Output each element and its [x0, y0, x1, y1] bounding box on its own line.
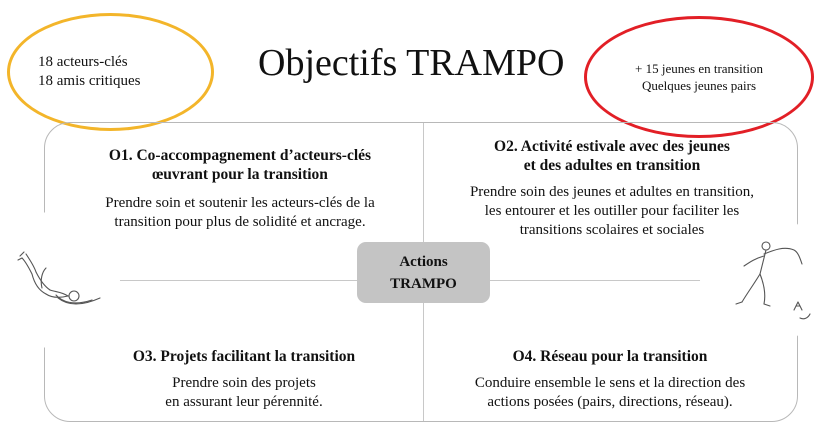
stakeholders-ellipse: 18 acteurs-clés 18 amis critiques	[7, 13, 214, 131]
objective-o2-text-line-2: les entourer et les outiller pour facili…	[484, 203, 740, 219]
objective-o4-text: Conduire ensemble le sens et la directio…	[430, 374, 790, 412]
objective-o4-title: O4. Réseau pour la transition	[512, 348, 708, 365]
objective-o2-text: Prendre soin des jeunes et adultes en tr…	[432, 183, 792, 240]
objective-o3-text-line-1: Prendre soin des projets	[172, 375, 316, 391]
objective-o1-text-line-2: transition pour plus de solidité et ancr…	[114, 214, 366, 230]
objective-o1-title: O1. Co-accompagnement d’acteurs-clés œuv…	[70, 146, 410, 184]
stakeholders-line-1: 18 acteurs-clés	[38, 54, 128, 70]
tumbling-figure-icon	[17, 251, 101, 305]
objective-o1-text-line-1: Prendre soin et soutenir les acteurs-clé…	[105, 195, 375, 211]
objective-o4-text-line-2: actions posées (pairs, directions, résea…	[487, 394, 733, 410]
right-figure-backdrop	[700, 205, 817, 355]
dancing-figure-icon	[735, 241, 811, 320]
objective-o3: O3. Projets facilitant la transition Pre…	[74, 347, 414, 412]
objective-o2-title-line-2: et des adultes en transition	[523, 157, 701, 174]
center-actions-box: Actions TRAMPO	[357, 242, 490, 303]
center-line-2: TRAMPO	[390, 275, 457, 292]
objective-o2: O2. Activité estivale avec des jeunes et…	[432, 137, 792, 240]
youth-ellipse: + 15 jeunes en transition Quelques jeune…	[584, 16, 814, 138]
youth-line-2: Quelques jeunes pairs	[641, 78, 757, 93]
youth-line-1: + 15 jeunes en transition	[635, 61, 763, 76]
objective-o3-text-line-2: en assurant leur pérennité.	[165, 394, 323, 410]
left-figure-backdrop	[0, 210, 120, 350]
objective-o2-title-line-1: O2. Activité estivale avec des jeunes	[494, 138, 730, 155]
diagram-title: Objectifs TRAMPO	[258, 42, 565, 84]
objective-o2-title: O2. Activité estivale avec des jeunes et…	[432, 137, 792, 175]
stakeholders-line-2: 18 amis critiques	[38, 73, 141, 89]
objective-o4-text-line-1: Conduire ensemble le sens et la directio…	[474, 375, 746, 391]
objective-o1-text: Prendre soin et soutenir les acteurs-clé…	[70, 194, 410, 232]
objective-o2-text-line-1: Prendre soin des jeunes et adultes en tr…	[469, 184, 755, 200]
objective-o3-title: O3. Projets facilitant la transition	[132, 348, 356, 365]
objective-o1: O1. Co-accompagnement d’acteurs-clés œuv…	[70, 146, 410, 232]
objective-o1-title-line-2: œuvrant pour la transition	[152, 166, 328, 183]
objective-o4: O4. Réseau pour la transition Conduire e…	[430, 347, 790, 412]
center-line-1: Actions	[399, 253, 448, 270]
objective-o3-text: Prendre soin des projets en assurant leu…	[74, 374, 414, 412]
objective-o1-title-line-1: O1. Co-accompagnement d’acteurs-clés	[108, 147, 372, 164]
objective-o2-text-line-3: transitions scolaires et sociales	[519, 222, 705, 238]
